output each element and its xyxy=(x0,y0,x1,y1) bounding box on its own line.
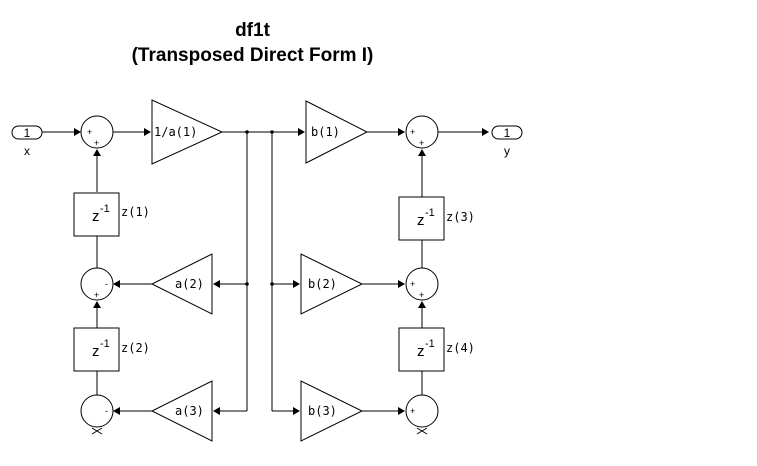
delay-exponent: -1 xyxy=(425,338,435,350)
sum-sign-minus: - xyxy=(105,279,108,289)
delay-block-z1[interactable]: z -1 z(1) xyxy=(73,192,150,237)
delay-exponent: -1 xyxy=(100,203,110,215)
gain-label-inv-a1: 1/a(1) xyxy=(154,125,197,139)
signal-wires xyxy=(42,131,486,412)
delay-symbol: z xyxy=(417,343,425,360)
sum-block-b3[interactable]: + xyxy=(405,394,439,435)
gain-block-b3[interactable]: b(3) xyxy=(300,380,364,442)
gain-block-a3[interactable]: a(3) xyxy=(150,380,213,442)
gain-block-b2[interactable]: b(2) xyxy=(300,253,364,315)
sum-block-input[interactable]: + + xyxy=(80,115,114,149)
input-port-label: x xyxy=(24,144,30,158)
gain-block-a2[interactable]: a(2) xyxy=(150,253,213,315)
output-port-number: 1 xyxy=(504,126,511,140)
diagram-subtitle: (Transposed Direct Form I) xyxy=(131,45,374,66)
gain-label-a3: a(3) xyxy=(175,404,204,418)
delay-block-z3[interactable]: z -1 z(3) xyxy=(398,196,475,241)
input-port-x[interactable]: 1 x xyxy=(11,125,43,158)
sum-block-output[interactable]: + + xyxy=(405,115,439,149)
sum-sign-plus: + xyxy=(94,290,99,300)
gain-label-b3: b(3) xyxy=(308,404,337,418)
gain-block-b1[interactable]: b(1) xyxy=(305,100,369,164)
output-port-y[interactable]: 1 y xyxy=(491,125,523,158)
gain-label-a2: a(2) xyxy=(175,277,204,291)
delay-label-z3: z(3) xyxy=(446,210,475,224)
sum-sign-plus: + xyxy=(419,290,424,300)
delay-exponent: -1 xyxy=(100,338,110,350)
sum-sign-minus: - xyxy=(105,406,108,416)
sum-sign-plus: + xyxy=(87,127,92,137)
delay-symbol: z xyxy=(92,343,100,360)
delay-symbol: z xyxy=(417,212,425,229)
delay-label-z4: z(4) xyxy=(446,341,475,355)
delay-label-z1: z(1) xyxy=(121,205,150,219)
sum-sign-plus: + xyxy=(410,406,415,416)
output-port-label: y xyxy=(504,144,510,158)
input-port-number: 1 xyxy=(24,126,31,140)
delay-block-z2[interactable]: z -1 z(2) xyxy=(73,327,150,372)
branch-points xyxy=(245,130,274,286)
gain-block-inv-a1[interactable]: 1/a(1) xyxy=(151,99,224,165)
delay-label-z2: z(2) xyxy=(121,341,150,355)
sum-sign-plus: + xyxy=(94,138,99,148)
gain-label-b1: b(1) xyxy=(311,125,340,139)
delay-exponent: -1 xyxy=(425,207,435,219)
sum-sign-plus: + xyxy=(410,279,415,289)
sum-block-b2[interactable]: + + xyxy=(405,267,439,301)
delay-symbol: z xyxy=(92,208,100,225)
delay-block-z4[interactable]: z -1 z(4) xyxy=(398,327,475,372)
sum-sign-plus: + xyxy=(419,138,424,148)
sum-block-a2[interactable]: - + xyxy=(80,267,114,301)
sum-block-a3[interactable]: - xyxy=(80,394,114,435)
diagram-title: df1t xyxy=(235,20,270,41)
gain-label-b2: b(2) xyxy=(308,277,337,291)
sum-sign-plus: + xyxy=(410,127,415,137)
